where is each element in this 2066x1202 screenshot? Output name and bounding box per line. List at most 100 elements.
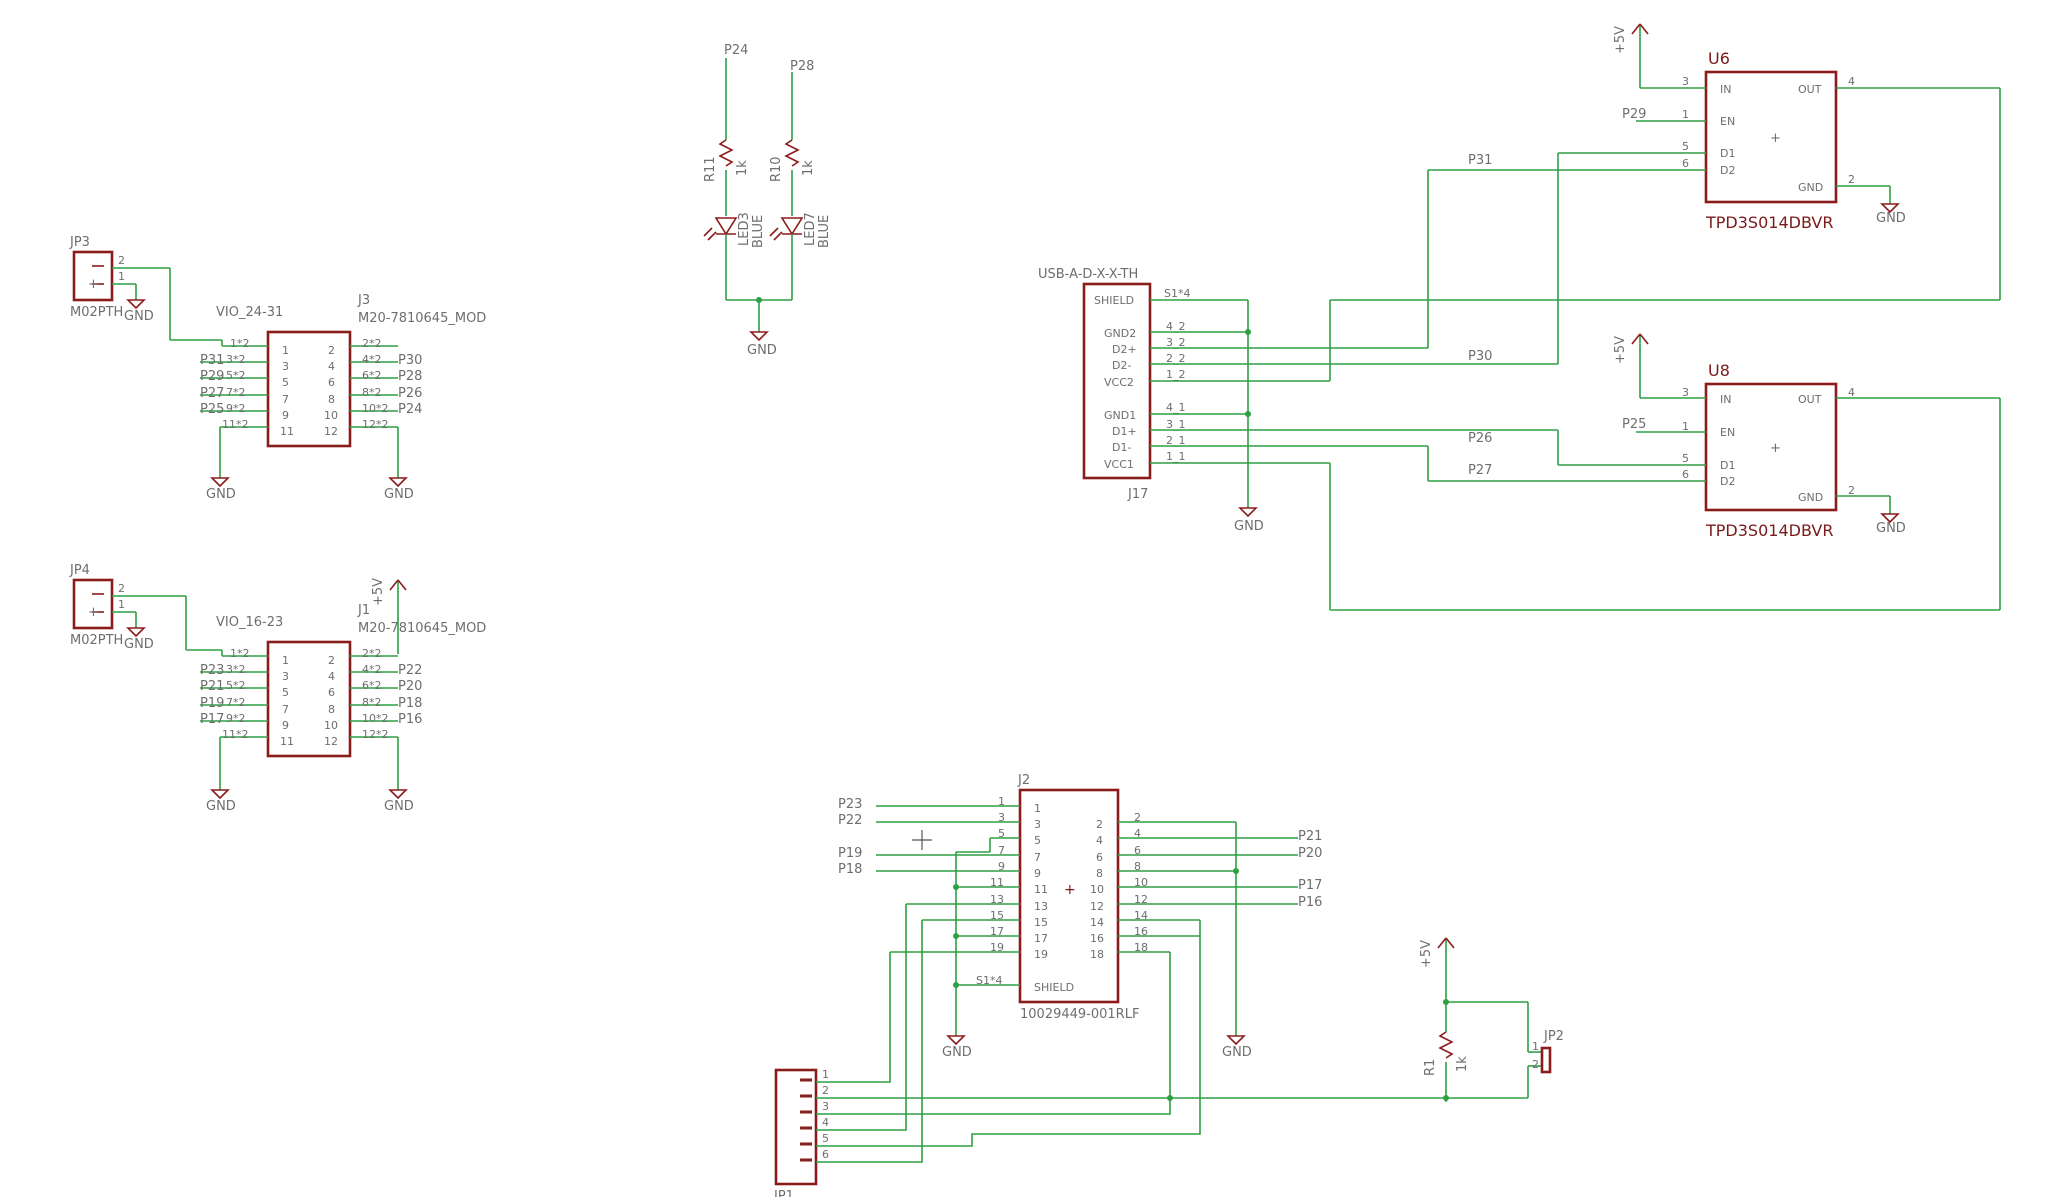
svg-text:9*2: 9*2 [226, 402, 246, 415]
svg-text:6: 6 [328, 686, 335, 699]
svg-text:19: 19 [1034, 948, 1048, 961]
usb-to-u6-routing: P31 P30 P26 P27 [1329, 153, 1559, 478]
svg-text:P26: P26 [1468, 431, 1492, 446]
svg-text:P20: P20 [1298, 846, 1322, 861]
svg-text:3: 3 [998, 811, 1005, 824]
svg-text:6*2: 6*2 [362, 369, 382, 382]
led7-color: BLUE [817, 215, 832, 248]
svg-text:P17: P17 [200, 712, 224, 727]
svg-text:5: 5 [1682, 452, 1689, 465]
svg-text:3*2: 3*2 [226, 353, 246, 366]
svg-text:14: 14 [1090, 916, 1104, 929]
jp1-header-body [774, 1068, 818, 1186]
svg-text:GND: GND [1876, 211, 1906, 226]
svg-text:5: 5 [1034, 834, 1041, 847]
j3-part: M20-7810645_MOD [358, 311, 486, 326]
svg-text:13: 13 [1034, 900, 1048, 913]
svg-text:2: 2 [118, 582, 125, 595]
svg-text:9*2: 9*2 [226, 712, 246, 725]
svg-text:6: 6 [1682, 468, 1689, 481]
svg-text:4: 4 [1848, 75, 1855, 88]
svg-text:6*2: 6*2 [362, 679, 382, 692]
svg-text:1: 1 [822, 1068, 829, 1081]
svg-text:3: 3 [822, 1100, 829, 1113]
net-label-p31: P31 [200, 353, 224, 368]
usb-j17-section: USB-A-D-X-X-TH J17 SHIELD GND2 D2+ D2- V… [1038, 267, 1558, 534]
jp3-body [72, 250, 114, 302]
svg-text:3: 3 [1034, 818, 1041, 831]
svg-text:GND: GND [1222, 1045, 1252, 1060]
svg-text:P25: P25 [1622, 417, 1646, 432]
svg-text:1*2: 1*2 [230, 337, 250, 350]
svg-text:6: 6 [328, 376, 335, 389]
svg-text:17: 17 [990, 925, 1004, 938]
svg-text:3_2: 3_2 [1166, 336, 1186, 349]
svg-text:6: 6 [1134, 844, 1141, 857]
svg-text:D2+: D2+ [1112, 343, 1137, 356]
svg-text:16: 16 [1090, 932, 1104, 945]
net-label-p25: P25 [200, 402, 224, 417]
svg-text:10: 10 [324, 409, 338, 422]
svg-text:8*2: 8*2 [362, 696, 382, 709]
j2-part: 10029449-001RLF [1020, 1007, 1139, 1022]
svg-text:2*2: 2*2 [362, 337, 382, 350]
net-label-p27: P27 [200, 386, 224, 401]
svg-text:12*2: 12*2 [362, 728, 389, 741]
svg-text:GND: GND [384, 487, 414, 502]
svg-text:GND: GND [206, 799, 236, 814]
j2-section: J2 10029449-001RLF + 1 3 5 7 9 11 13 15 … [838, 773, 1322, 1060]
svg-text:P27: P27 [1468, 463, 1492, 478]
svg-text:9: 9 [282, 719, 289, 732]
svg-text:8: 8 [1134, 860, 1141, 873]
svg-text:11: 11 [280, 425, 294, 438]
svg-text:4_1: 4_1 [1166, 401, 1186, 414]
svg-text:2*2: 2*2 [362, 647, 382, 660]
j17-label: J17 [1127, 487, 1148, 502]
net-label-p29: P29 [200, 369, 224, 384]
jp3-part: M02PTH [70, 305, 123, 320]
svg-text:+: + [1770, 131, 1781, 146]
svg-text:9: 9 [1034, 867, 1041, 880]
svg-text:S1*4: S1*4 [1164, 287, 1190, 300]
svg-text:+5V: +5V [1419, 940, 1434, 968]
svg-text:10*2: 10*2 [362, 402, 389, 415]
svg-text:1_1: 1_1 [1166, 450, 1186, 463]
svg-text:IN: IN [1720, 83, 1731, 96]
jp4-part: M02PTH [70, 633, 123, 648]
svg-text:2: 2 [1532, 1058, 1539, 1071]
jp1-label: JP1 [773, 1189, 794, 1197]
svg-text:D2-: D2- [1112, 359, 1131, 372]
svg-text:1: 1 [1682, 420, 1689, 433]
svg-text:14: 14 [1134, 909, 1148, 922]
svg-text:+: + [1770, 441, 1781, 456]
svg-text:EN: EN [1720, 115, 1735, 128]
svg-text:9: 9 [282, 409, 289, 422]
svg-text:GND: GND [942, 1045, 972, 1060]
svg-text:8: 8 [1096, 867, 1103, 880]
j2-connector-body [1018, 788, 1120, 1004]
net-label-p28: P28 [790, 59, 814, 74]
svg-text:OUT: OUT [1798, 393, 1822, 406]
svg-text:12*2: 12*2 [362, 418, 389, 431]
svg-text:11: 11 [280, 735, 294, 748]
r11-value: 1k [735, 160, 750, 176]
jp3-j3-section: + JP3 M02PTH 2 1 GND VIO_24-31 J3 M20-78… [69, 235, 486, 502]
svg-text:19: 19 [990, 941, 1004, 954]
jp4-label: JP4 [69, 563, 90, 578]
svg-text:P17: P17 [1298, 878, 1322, 893]
svg-text:4*2: 4*2 [362, 353, 382, 366]
svg-text:P23: P23 [200, 663, 224, 678]
j3-connector-body [266, 330, 352, 448]
svg-text:P23: P23 [838, 797, 862, 812]
svg-text:5: 5 [822, 1132, 829, 1145]
svg-text:5: 5 [1682, 140, 1689, 153]
u8-part: TPD3S014DBVR [1705, 521, 1833, 540]
svg-text:GND: GND [1798, 491, 1823, 504]
svg-text:2: 2 [118, 254, 125, 267]
svg-text:10*2: 10*2 [362, 712, 389, 725]
svg-text:9: 9 [998, 860, 1005, 873]
svg-text:8: 8 [328, 703, 335, 716]
svg-text:1: 1 [1034, 802, 1041, 815]
svg-text:GND1: GND1 [1104, 409, 1136, 422]
svg-text:D2: D2 [1720, 475, 1735, 488]
